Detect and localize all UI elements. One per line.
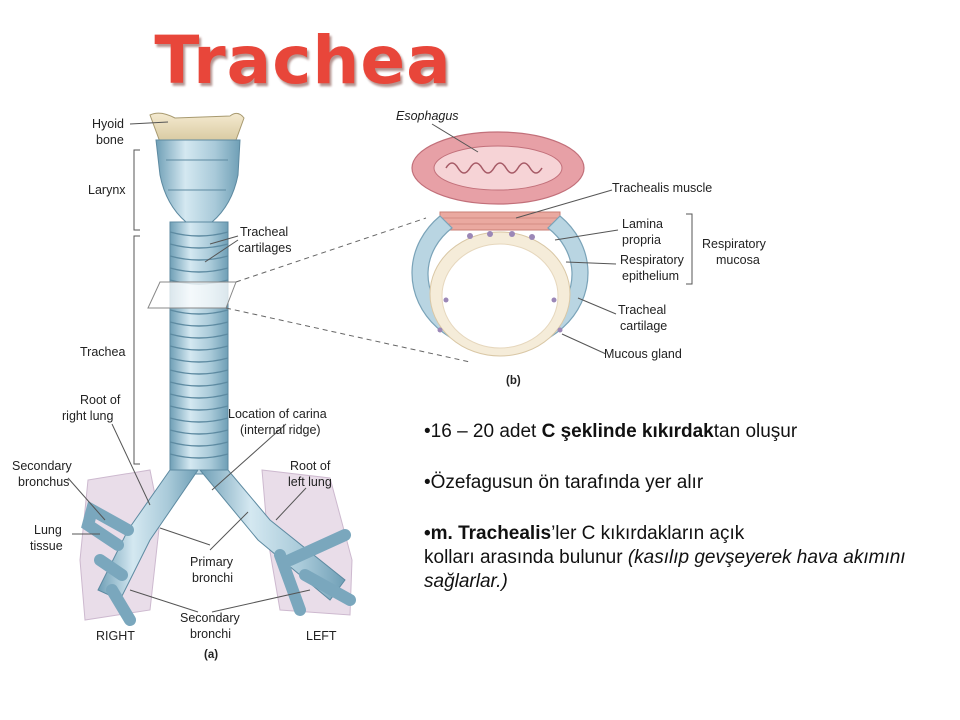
label-secondary-bronchus-1: Secondary <box>12 459 73 473</box>
label-mucous-gland: Mucous gland <box>604 347 682 361</box>
label-panel-a: (a) <box>204 649 218 661</box>
bullet-1-suffix: tan oluşur <box>713 421 798 442</box>
label-trachea: Trachea <box>80 345 125 359</box>
label-lamina-2: propria <box>622 233 661 247</box>
bullet-3: •m. Trachealis’ler C kıkırdakların açık k… <box>424 522 924 594</box>
projection-line-bottom <box>225 307 471 363</box>
label-root-left-1: Root of <box>290 459 331 473</box>
label-lung-tissue-2: tissue <box>30 539 63 553</box>
label-hyoid-1: Hyoid <box>92 117 124 131</box>
hyoid-bone <box>149 112 245 143</box>
right-secondary-bronchi <box>81 501 136 626</box>
label-tracheal-cartilages-2: cartilages <box>238 241 292 255</box>
label-tracheal-cartilage-2: cartilage <box>620 319 667 333</box>
label-root-right-1: Root of <box>80 393 121 407</box>
label-larynx: Larynx <box>88 183 126 197</box>
label-resp-mucosa-1: Respiratory <box>702 237 767 251</box>
bullet-list: •16 – 20 adet C şeklinde kıkırdaktan olu… <box>424 420 924 621</box>
label-resp-epithelium-1: Respiratory <box>620 253 685 267</box>
bullet-3-bold: •m. Trachealis <box>424 523 552 544</box>
bullet-2: •Özefagusun ön tarafında yer alır <box>424 472 704 493</box>
larynx <box>155 139 241 223</box>
label-primary-1: Primary <box>190 555 234 569</box>
left-primary-bronchus <box>198 469 346 601</box>
bullet-3-italic: (kasılıp gevşeyerek hava akımını sağlarl… <box>424 547 906 592</box>
bullet-3-line2: kolları arasında bulunur <box>424 547 628 568</box>
label-left: LEFT <box>306 629 337 643</box>
section-plane <box>147 281 237 309</box>
bullet-1-prefix: •16 – 20 adet <box>424 421 542 442</box>
label-tracheal-cartilage-1: Tracheal <box>618 303 666 317</box>
diagram-b: Esophagus Trachealis muscle Lamina propr… <box>396 109 767 387</box>
label-right: RIGHT <box>96 629 135 643</box>
label-resp-mucosa-2: mucosa <box>716 253 760 267</box>
slide-title: Trachea <box>154 22 452 99</box>
label-root-left-2: left lung <box>288 475 332 489</box>
bullet-1: •16 – 20 adet C şeklinde kıkırdaktan olu… <box>424 420 924 444</box>
label-secondary-bronchi-1: Secondary <box>180 611 241 625</box>
trachealis-muscle <box>439 211 561 231</box>
left-secondary-bronchi <box>274 529 356 616</box>
mucous-glands <box>437 231 563 333</box>
label-hyoid-2: bone <box>96 133 124 147</box>
lumen <box>441 243 559 349</box>
label-tracheal-cartilages-1: Tracheal <box>240 225 288 239</box>
label-secondary-bronchi-2: bronchi <box>190 627 231 641</box>
label-esophagus: Esophagus <box>396 109 459 123</box>
label-root-right-2: right lung <box>62 409 113 423</box>
label-resp-epithelium-2: epithelium <box>622 269 679 283</box>
diagram-a: Hyoid bone Larynx Tracheal cartilages Tr… <box>12 112 356 661</box>
label-carina-2: (internal ridge) <box>240 423 321 437</box>
label-trachealis-muscle: Trachealis muscle <box>612 181 712 195</box>
label-primary-2: bronchi <box>192 571 233 585</box>
projection-line-top <box>235 217 427 283</box>
label-lamina-1: Lamina <box>622 217 663 231</box>
bullet-3-line1: ’ler C kıkırdakların açık <box>551 523 745 544</box>
label-carina-1: Location of carina <box>228 407 327 421</box>
label-lung-tissue-1: Lung <box>34 523 62 537</box>
label-secondary-bronchus-2: bronchus <box>18 475 69 489</box>
bullet-1-bold: C şeklinde kıkırdak <box>541 421 714 442</box>
label-panel-b: (b) <box>506 375 521 387</box>
